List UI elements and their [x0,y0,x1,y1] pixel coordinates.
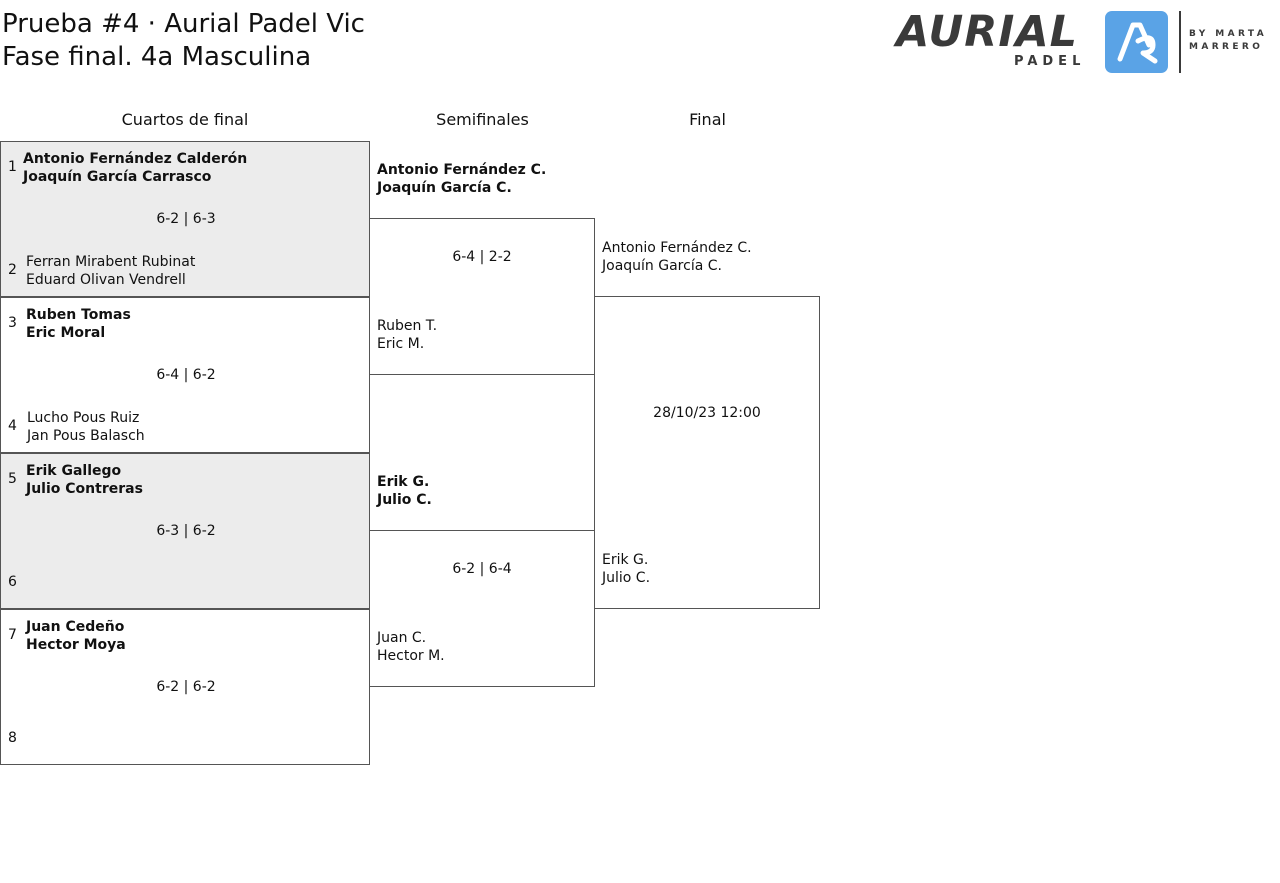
player-name: Julio C. [602,570,651,586]
semifinal-match-1[interactable]: 6-4 | 2-2 Ruben T. Eric M. [369,218,595,375]
logo-byline: BY MARTA MARRERO [1189,28,1267,54]
player-name: Joaquín García C. [602,258,722,274]
player-name: Eric M. [377,336,425,352]
match-score: 6-2 | 6-2 [156,679,216,695]
team-winner: Ruben Tomas Eric Moral [26,306,131,342]
logo-mark-icon [1105,11,1168,73]
player-name: Antonio Fernández Calderón [23,151,248,167]
page-title: Prueba #4 · Aurial Padel Vic Fase final.… [2,8,365,74]
player-name: Antonio Fernández C. [377,162,547,178]
semifinal-2-team-winner: Erik G. Julio C. [377,473,432,509]
player-name: Eric Moral [26,325,106,341]
match-datetime: 28/10/23 12:00 [653,405,761,421]
seed-number: 5 [8,471,17,487]
seed-number: 4 [8,418,17,434]
player-name: Eduard Olivan Vendrell [26,272,186,288]
logo-subtitle: PADEL [1014,54,1086,69]
title-line-2: Fase final. 4a Masculina [2,42,312,72]
player-name: Antonio Fernández C. [602,240,752,256]
round-header-quarterfinals: Cuartos de final [121,110,249,129]
player-name: Juan C. [377,630,427,646]
seed-number: 6 [8,574,17,590]
seed-number: 3 [8,315,17,331]
player-name: Erik G. [377,474,430,490]
team-loser: Juan C. Hector M. [377,629,445,665]
logo-wordmark: AURIAL [896,7,1079,57]
seed-number: 2 [8,262,17,278]
match-score: 6-2 | 6-3 [156,211,216,227]
player-name: Joaquín García C. [377,180,512,196]
final-match[interactable]: 28/10/23 12:00 Erik G. Julio C. [594,296,820,609]
player-name: Erik G. [602,552,649,568]
round-header-semifinals: Semifinales [436,110,529,129]
player-name: Julio C. [377,492,432,508]
round-header-final: Final [689,110,726,129]
team-winner: Erik Gallego Julio Contreras [26,462,143,498]
quarterfinal-match-2[interactable]: 3 Ruben Tomas Eric Moral 6-4 | 6-2 4 Luc… [0,297,370,453]
player-name: Julio Contreras [26,481,143,497]
quarterfinal-match-1[interactable]: 1 Antonio Fernández Calderón Joaquín Gar… [0,141,370,297]
semifinal-match-2[interactable]: 6-2 | 6-4 Juan C. Hector M. [369,530,595,687]
player-name: Ferran Mirabent Rubinat [26,254,196,270]
match-score: 6-4 | 6-2 [156,367,216,383]
player-name: Lucho Pous Ruiz [27,410,140,426]
seed-number: 8 [8,730,17,746]
seed-number: 1 [8,159,17,175]
player-name: Hector Moya [26,637,126,653]
team-loser: Ruben T. Eric M. [377,317,437,353]
match-score: 6-2 | 6-4 [452,561,512,577]
team-loser: Lucho Pous Ruiz Jan Pous Balasch [27,409,145,445]
player-name: Jan Pous Balasch [27,428,145,444]
logo-byline-2: MARRERO [1189,42,1264,52]
aurial-padel-logo: AURIAL PADEL BY MARTA MARRERO [896,10,1270,74]
match-score: 6-3 | 6-2 [156,523,216,539]
final-team-top: Antonio Fernández C. Joaquín García C. [602,239,752,275]
player-name: Ruben Tomas [26,307,131,323]
player-name: Juan Cedeño [26,619,125,635]
player-name: Hector M. [377,648,445,664]
title-line-1: Prueba #4 · Aurial Padel Vic [2,9,365,39]
semifinal-1-team-winner: Antonio Fernández C. Joaquín García C. [377,161,546,197]
team-winner: Antonio Fernández Calderón Joaquín Garcí… [23,150,247,186]
team-winner: Juan Cedeño Hector Moya [26,618,126,654]
logo-separator [1179,11,1181,73]
team-loser: Ferran Mirabent Rubinat Eduard Olivan Ve… [26,253,195,289]
logo-byline-1: BY MARTA [1189,29,1268,39]
quarterfinal-match-4[interactable]: 7 Juan Cedeño Hector Moya 6-2 | 6-2 8 [0,609,370,765]
seed-number: 7 [8,627,17,643]
player-name: Joaquín García Carrasco [23,169,212,185]
match-score: 6-4 | 2-2 [452,249,512,265]
player-name: Ruben T. [377,318,438,334]
final-team-bottom: Erik G. Julio C. [602,551,650,587]
player-name: Erik Gallego [26,463,122,479]
quarterfinal-match-3[interactable]: 5 Erik Gallego Julio Contreras 6-3 | 6-2… [0,453,370,609]
